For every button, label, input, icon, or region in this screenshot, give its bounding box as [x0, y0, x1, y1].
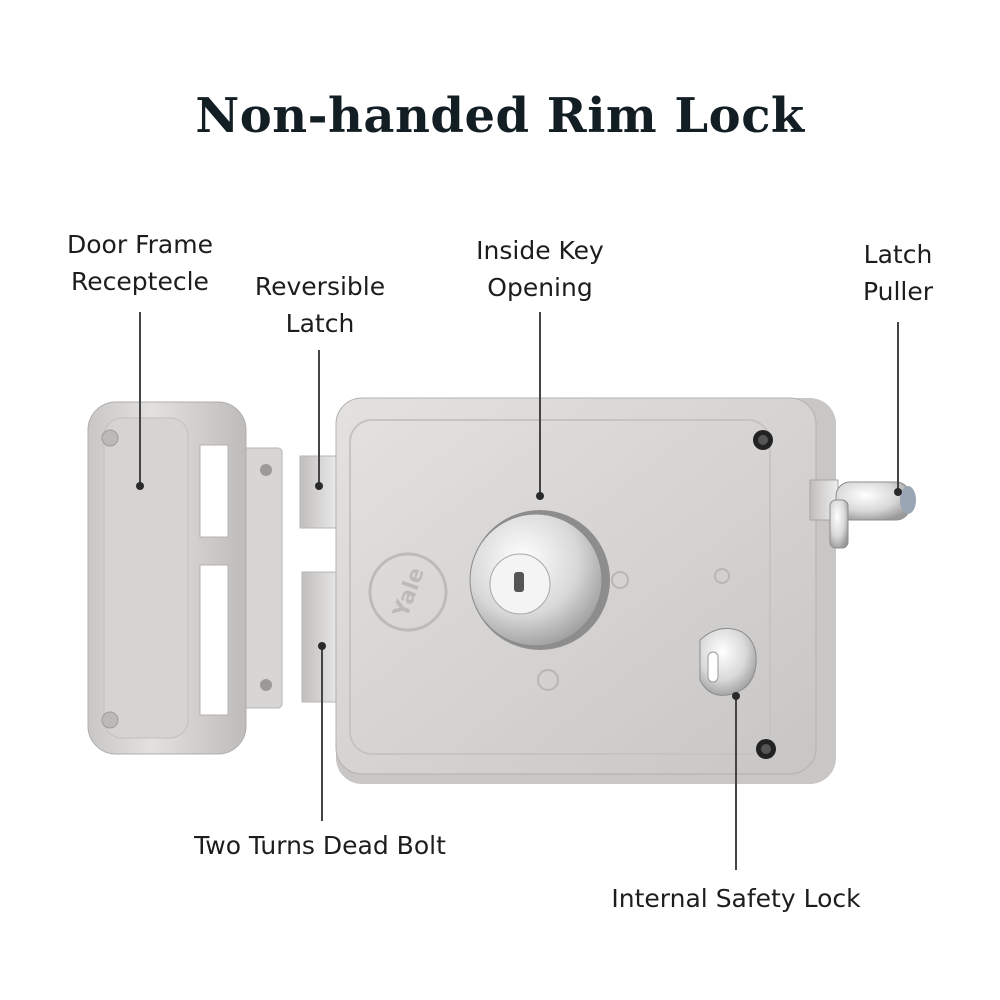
label-two-turns-dead-bolt: Two Turns Dead Bolt	[194, 831, 446, 860]
leader-dot-reversible-latch	[315, 482, 323, 490]
label-line-2: Receptecle	[71, 267, 209, 296]
leader-line-latch-puller	[897, 322, 899, 490]
label-line-2: Puller	[862, 277, 934, 306]
leader-line-door-frame	[139, 312, 141, 484]
leader-dot-inside-key	[536, 492, 544, 500]
label-line-2: Latch	[285, 309, 355, 338]
page-title: Non-handed Rim Lock	[195, 88, 805, 144]
label-line-1: Latch	[863, 240, 933, 269]
leader-line-dead-bolt	[321, 646, 323, 821]
label-latch-puller: Latch Puller	[838, 236, 958, 310]
label-line-1: Door Frame	[67, 230, 213, 259]
label-line-1: Inside Key	[476, 236, 604, 265]
label-internal-safety-lock: Internal Safety Lock	[611, 884, 861, 913]
reversible-latch-plate	[299, 455, 341, 529]
key-cylinder	[469, 510, 610, 650]
label-inside-key-opening: Inside Key Opening	[440, 232, 640, 306]
leader-dot-door-frame	[136, 482, 144, 490]
label-line-1: Reversible	[254, 272, 386, 301]
leader-dot-latch-puller	[894, 488, 902, 496]
latch-puller	[809, 479, 916, 549]
label-reversible-latch: Reversible Latch	[230, 268, 410, 342]
leader-dot-safety-lock	[732, 692, 740, 700]
safety-lock-knob	[699, 627, 757, 696]
label-line-2: Opening	[487, 273, 593, 302]
door-frame-receptacle	[87, 401, 283, 755]
leader-line-safety-lock	[735, 696, 737, 870]
label-door-frame-receptacle: Door Frame Receptecle	[40, 226, 240, 300]
leader-dot-dead-bolt	[318, 642, 326, 650]
leader-line-reversible-latch	[318, 350, 320, 484]
leader-line-inside-key	[539, 312, 541, 494]
